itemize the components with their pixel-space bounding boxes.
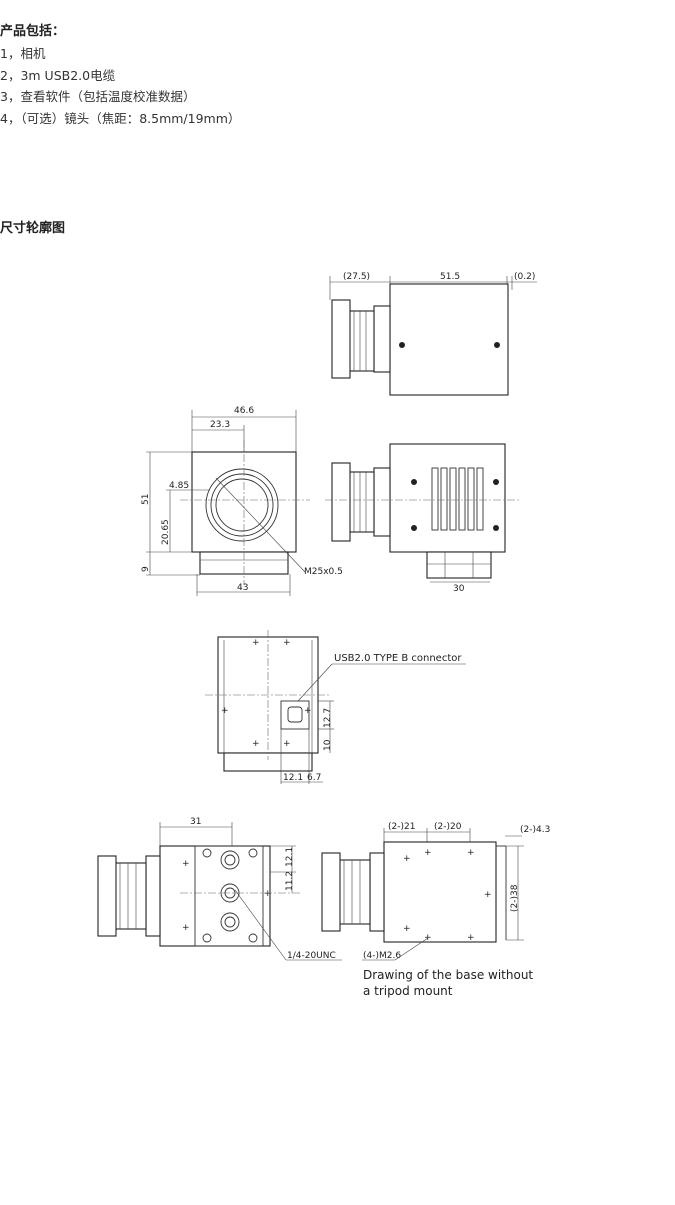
svg-text:+: +: [403, 924, 411, 934]
dim-center-height: 20.65: [161, 519, 171, 545]
dim-offset-top: 4.85: [169, 481, 189, 491]
svg-text:+: +: [252, 638, 260, 648]
svg-text:+: +: [221, 706, 229, 716]
bottom-view: 31 + + + 12.1 11.2 1/4-20UNC: [97, 817, 342, 961]
svg-text:+: +: [283, 638, 291, 648]
rear-view: + + + + + + USB2.0 TYPE B connector 12.7…: [205, 630, 466, 784]
dim-base-d4: (2-)38: [510, 884, 520, 912]
svg-text:+: +: [403, 854, 411, 864]
usb-connector-label: USB2.0 TYPE B connector: [334, 653, 462, 664]
front-view: 46.6 23.3 M25x0.5 51 9 4.85 20.65 43: [141, 406, 343, 596]
package-contents: 产品包括： 1，相机 2，3m USB2.0电缆 3，查看软件（包括温度校准数据…: [0, 22, 675, 129]
base-view: (2-)21 (2-)20 (2-)4.3 + + + + + + + (2-)…: [321, 822, 550, 998]
base-note-line2: a tripod mount: [363, 984, 453, 998]
svg-text:+: +: [484, 890, 492, 900]
svg-text:+: +: [467, 933, 475, 943]
svg-text:+: +: [304, 706, 312, 716]
side-view: (27.5) 51.5 (0.2): [329, 272, 537, 396]
package-heading: 产品包括：: [0, 24, 66, 39]
dim-lens-length: (27.5): [343, 272, 370, 282]
dim-width-total: 46.6: [234, 406, 254, 416]
dim-base-d1: (2-)21: [388, 822, 415, 832]
package-item: 2，3m USB2.0电缆: [0, 67, 116, 83]
side-view-heatsink: 30: [325, 443, 520, 594]
dim-thread: M25x0.5: [304, 567, 343, 577]
base-note-line1: Drawing of the base without: [363, 968, 533, 982]
dim-connector-d: 6.7: [307, 773, 321, 783]
package-item: 1，相机: [0, 46, 46, 61]
svg-text:+: +: [182, 859, 190, 869]
dim-base-height: 9: [141, 566, 151, 572]
dim-connector-c: 12.1: [283, 773, 303, 783]
dim-base-width: 43: [237, 583, 248, 593]
dim-rear-gap: (0.2): [514, 272, 535, 282]
svg-text:+: +: [424, 848, 432, 858]
svg-text:+: +: [182, 923, 190, 933]
dim-base-d2: (2-)20: [434, 822, 462, 832]
tripod-thread-label: 1/4-20UNC: [287, 951, 336, 961]
dim-bottom-width: 31: [190, 817, 201, 827]
dim-body-length: 51.5: [440, 272, 460, 282]
dim-base-d3: (2-)4.3: [520, 825, 550, 835]
dim-bottom-b: 11.2: [285, 871, 295, 891]
package-list: 1，相机 2，3m USB2.0电缆 3，查看软件（包括温度校准数据） 4，（可…: [0, 43, 675, 129]
dimensions-heading: 尺寸轮廓图: [0, 221, 66, 236]
package-item: 3，查看软件（包括温度校准数据）: [0, 89, 196, 104]
svg-text:+: +: [264, 889, 272, 899]
dim-base-length: 30: [453, 584, 465, 594]
dim-connector-b: 10: [323, 739, 333, 751]
dim-connector-a: 12.7: [323, 708, 333, 728]
svg-text:+: +: [467, 848, 475, 858]
svg-text:+: +: [283, 739, 291, 749]
package-item: 4，（可选）镜头（焦距：8.5mm/19mm）: [0, 110, 241, 126]
dim-base-d5: (4-)M2.6: [363, 951, 401, 961]
dim-bottom-a: 12.1: [285, 847, 295, 867]
dim-height: 51: [141, 494, 151, 505]
svg-text:+: +: [252, 739, 260, 749]
dim-half-width: 23.3: [210, 420, 230, 430]
